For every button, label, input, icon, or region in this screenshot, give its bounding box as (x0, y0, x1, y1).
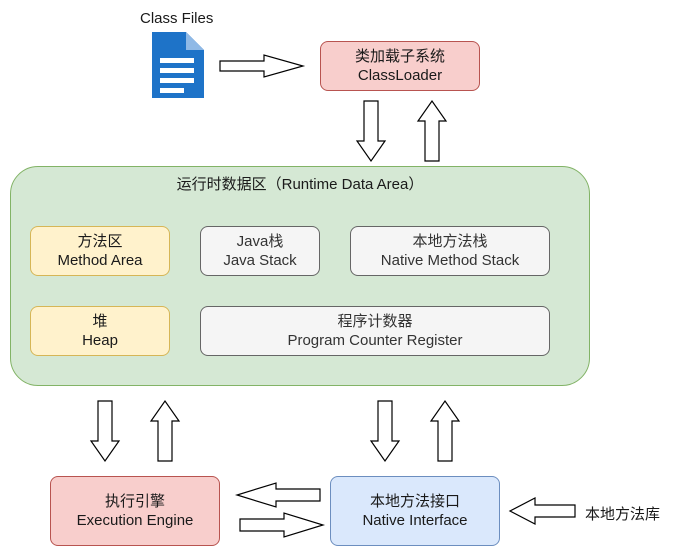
heap-en: Heap (82, 332, 118, 349)
classloader-en: ClassLoader (357, 67, 443, 84)
runtime-data-area-title: 运行时数据区（Runtime Data Area） (176, 176, 424, 193)
classloader-box: 类加载子系统 ClassLoader (320, 41, 480, 91)
native-method-stack-box: 本地方法栈 Native Method Stack (350, 226, 550, 276)
arrow-engine-to-runtime-up (149, 399, 181, 462)
arrow-runtime-to-native-down (369, 400, 401, 463)
arrow-loader-up (416, 99, 448, 162)
execution-engine-en: Execution Engine (76, 512, 194, 529)
arrow-native-to-engine (234, 482, 321, 508)
java-stack-cn: Java栈 (236, 233, 284, 250)
arrow-runtime-to-engine-down (89, 400, 121, 463)
java-stack-box: Java栈 Java Stack (200, 226, 320, 276)
native-interface-box: 本地方法接口 Native Interface (330, 476, 500, 546)
method-area-en: Method Area (57, 252, 143, 269)
native-library-label: 本地方法库 (585, 506, 661, 523)
heap-cn: 堆 (92, 313, 108, 330)
native-interface-cn: 本地方法接口 (369, 493, 460, 510)
class-files-label: Class Files (140, 10, 214, 27)
arrow-native-to-runtime-up (429, 399, 461, 462)
native-method-stack-en: Native Method Stack (380, 252, 520, 269)
native-interface-en: Native Interface (362, 512, 468, 529)
pc-register-cn: 程序计数器 (337, 313, 413, 330)
pc-register-box: 程序计数器 Program Counter Register (200, 306, 550, 356)
pc-register-en: Program Counter Register (287, 332, 463, 349)
arrow-engine-to-native (239, 512, 326, 538)
arrow-classfiles-to-loader (219, 54, 306, 78)
document-icon (152, 32, 204, 98)
arrow-library-to-native (508, 497, 576, 525)
execution-engine-box: 执行引擎 Execution Engine (50, 476, 220, 546)
method-area-box: 方法区 Method Area (30, 226, 170, 276)
method-area-cn: 方法区 (77, 233, 123, 250)
arrow-loader-down (355, 100, 387, 163)
java-stack-en: Java Stack (223, 252, 297, 269)
heap-box: 堆 Heap (30, 306, 170, 356)
execution-engine-cn: 执行引擎 (104, 493, 165, 510)
native-method-stack-cn: 本地方法栈 (412, 233, 488, 250)
classloader-cn: 类加载子系统 (354, 48, 445, 65)
